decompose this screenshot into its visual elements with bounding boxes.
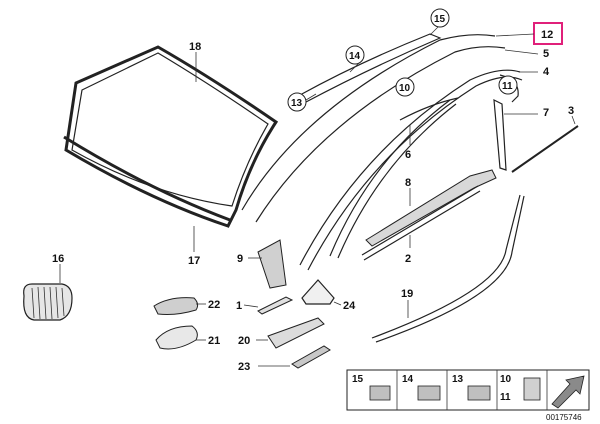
label-24: 24	[343, 300, 356, 312]
label-11: 11	[502, 81, 513, 92]
legend-label-13: 13	[452, 374, 464, 385]
label-8: 8	[405, 177, 411, 189]
clip-icon-15	[369, 385, 391, 401]
label-18: 18	[189, 41, 201, 53]
clip-icon-13	[467, 385, 491, 401]
leader-1	[243, 304, 259, 308]
belt-molding-2b	[363, 190, 481, 261]
label-19: 19	[401, 288, 413, 300]
door-seal-19b	[375, 195, 525, 343]
roof-channel-12	[241, 34, 496, 211]
label-16: 16	[52, 253, 64, 265]
roof-strip-15	[299, 33, 442, 103]
side-strip-20	[267, 317, 325, 349]
door-seal-19	[371, 194, 521, 339]
label-3: 3	[568, 105, 574, 117]
window-molding-10b	[337, 103, 457, 259]
roof-channel-4	[299, 69, 521, 266]
label-7: 7	[543, 107, 549, 119]
emblem-23	[291, 345, 331, 369]
leader-15	[429, 26, 439, 36]
leader-14	[349, 63, 359, 73]
window-molding-10	[329, 99, 451, 257]
label-2: 2	[405, 253, 411, 265]
label-12: 12	[541, 29, 553, 41]
callout-14	[345, 45, 365, 65]
window-strip-6	[399, 97, 459, 121]
belt-molding-2	[361, 185, 479, 256]
label-9: 9	[237, 253, 243, 265]
label-4: 4	[543, 66, 550, 78]
legend-label-11: 11	[500, 392, 511, 403]
leader-24	[333, 301, 342, 306]
label-1: 1	[236, 300, 242, 312]
clip-strip-1	[257, 296, 294, 315]
rod-3	[511, 125, 579, 173]
leader-3	[571, 115, 576, 125]
callout-13	[287, 92, 307, 112]
b-pillar-trim-7	[493, 98, 507, 171]
belt-molding-8	[365, 169, 497, 247]
label-22: 22	[208, 299, 220, 311]
arrow-icon	[551, 375, 585, 409]
clip-icon-14	[417, 385, 441, 401]
corner-trim-9	[257, 239, 287, 289]
label-23: 23	[238, 361, 250, 373]
label-5: 5	[543, 48, 549, 60]
windscreen-seal	[63, 135, 231, 222]
label-21: 21	[208, 335, 220, 347]
label-6: 6	[405, 149, 411, 161]
label-13: 13	[291, 98, 303, 109]
badge-24	[301, 279, 335, 305]
side-cover-21	[155, 325, 198, 350]
label-20: 20	[238, 335, 250, 347]
callout-15	[430, 8, 450, 28]
leader-13	[305, 93, 317, 101]
footer-code: 00175746	[546, 413, 582, 422]
label-15: 15	[434, 14, 446, 25]
highlight-box-12	[533, 22, 563, 45]
kidney-grille-16	[23, 283, 73, 321]
side-grille-22	[153, 297, 199, 315]
label-14: 14	[349, 51, 361, 62]
leader-5	[504, 49, 539, 55]
callout-11	[498, 75, 518, 95]
label-17: 17	[188, 255, 200, 267]
callout-10	[395, 77, 415, 97]
legend-label-14: 14	[402, 374, 414, 385]
legend-label-10: 10	[500, 374, 512, 385]
label-10: 10	[399, 83, 411, 94]
windscreen	[64, 45, 279, 228]
clip-legend: 15 14 13 10 11	[346, 369, 590, 411]
leader-12	[495, 33, 535, 37]
legend-label-15: 15	[352, 374, 364, 385]
clip-icon-10-11	[523, 377, 541, 401]
